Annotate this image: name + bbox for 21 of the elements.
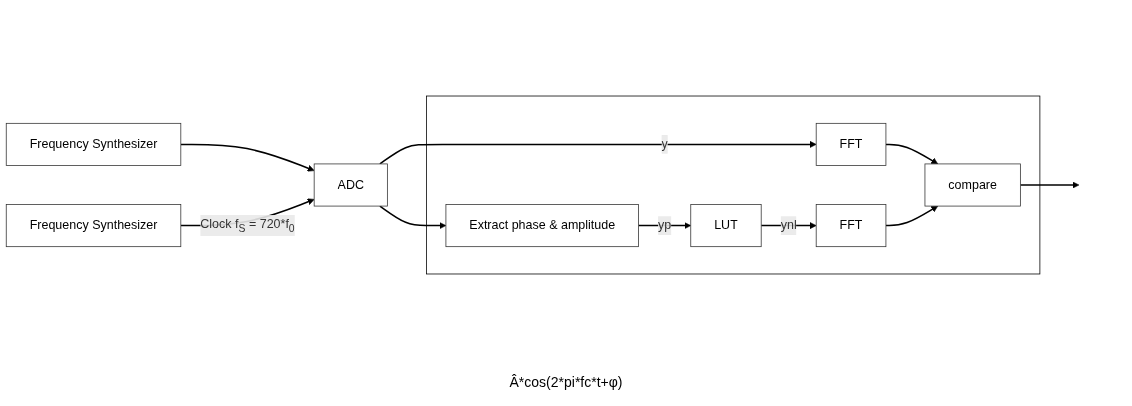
arrow	[885, 205, 939, 227]
node-box: FFT	[815, 122, 887, 166]
edge-label: ynl	[780, 218, 797, 232]
node-box: LUT	[690, 204, 762, 248]
arrow	[180, 143, 315, 172]
formula-note: Â*cos(2*pi*fc*t+φ)	[509, 374, 623, 390]
arrow	[637, 222, 692, 230]
node-box: Frequency Synthesizer	[5, 122, 182, 166]
arrow	[1019, 181, 1080, 189]
node-box: Frequency Synthesizer	[5, 204, 182, 248]
cluster	[426, 95, 1041, 275]
node-box: Extract phase & amplitude	[445, 204, 639, 248]
arrow	[379, 140, 817, 165]
edge-label: Clock f$_{S}$ = 720*f$_{0}$	[200, 217, 295, 234]
edge-label: yp	[658, 218, 672, 232]
node-box: FFT	[815, 204, 887, 248]
node-box: ADC	[313, 163, 388, 207]
arrow	[885, 143, 939, 165]
arrow	[379, 205, 447, 230]
node-box: compare	[924, 163, 1021, 207]
edge-label: y	[661, 137, 668, 151]
